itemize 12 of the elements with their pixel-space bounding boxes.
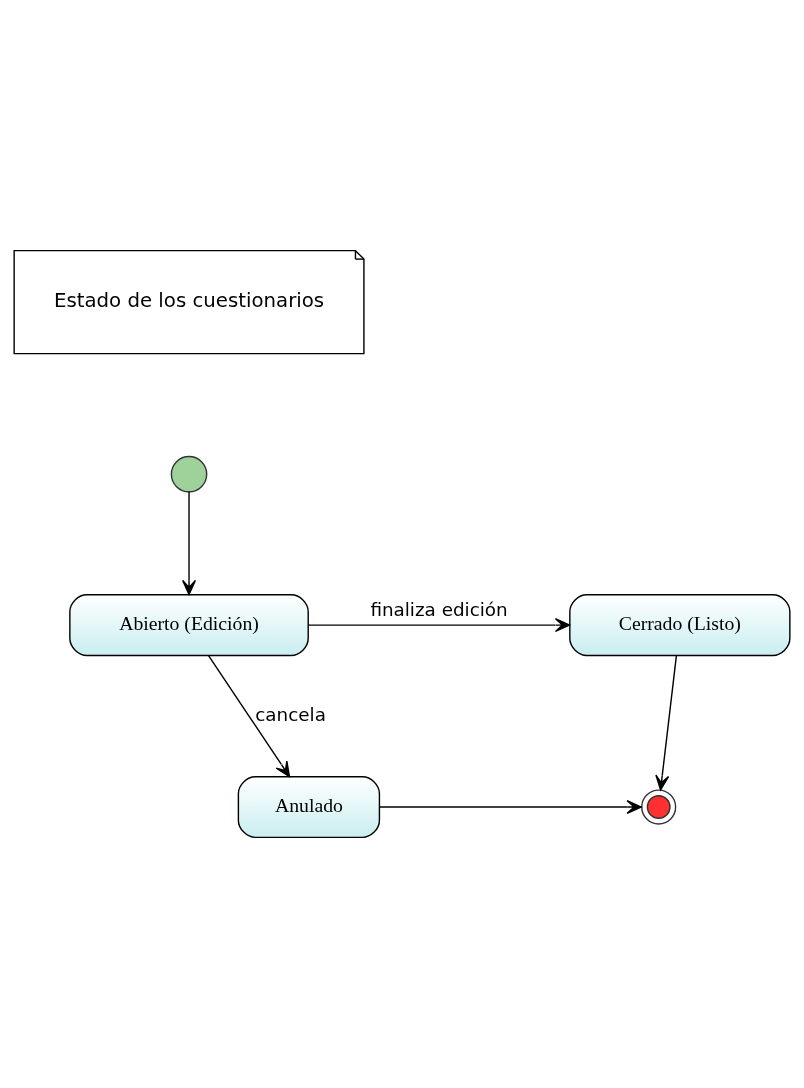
arrow — [307, 618, 571, 633]
node-circle — [641, 789, 677, 825]
node-circle — [170, 455, 208, 493]
arrow — [182, 491, 197, 596]
edge-label: cancela — [255, 703, 326, 725]
node-box: Abierto (Edición) — [69, 594, 309, 657]
node-box: Cerrado (Listo) — [569, 594, 791, 657]
arrow — [207, 655, 291, 778]
edge-label: finaliza edición — [370, 598, 508, 620]
arrow — [655, 655, 678, 791]
arrow — [379, 800, 642, 815]
node-box: Anulado — [237, 776, 381, 839]
